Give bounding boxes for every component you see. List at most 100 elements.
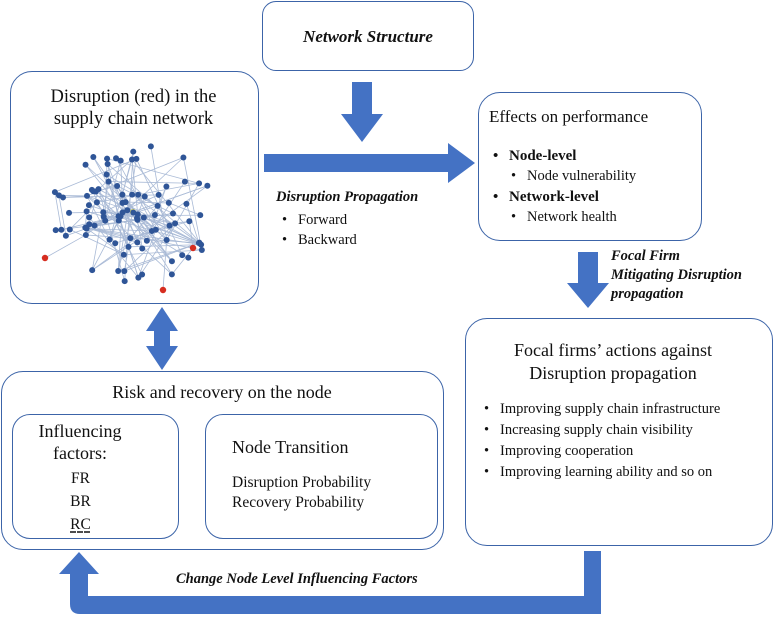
effects-network-level: Network-level — [487, 188, 599, 207]
network-node — [119, 199, 126, 206]
network-node — [134, 239, 141, 246]
network-edge — [85, 227, 125, 256]
network-node — [83, 225, 90, 232]
network-node — [179, 252, 186, 259]
network-node — [104, 155, 111, 162]
propagation-block: Disruption Propagation Forward Backward — [276, 189, 466, 250]
network-node — [58, 226, 65, 233]
network-edge — [125, 201, 169, 204]
network-node — [139, 245, 146, 252]
arrow-down-network-structure — [341, 82, 383, 142]
network-node — [114, 182, 121, 189]
network-node — [185, 254, 192, 261]
network-edge — [183, 157, 203, 251]
disruption-probability: Disruption Probability — [232, 474, 372, 491]
network-edge — [85, 164, 148, 241]
network-node — [113, 155, 120, 162]
factor-fr: FR — [71, 470, 90, 487]
mitigation-label: Focal Firm Mitigating Disruption propaga… — [611, 247, 742, 304]
network-node — [135, 191, 142, 198]
network-edge — [107, 163, 120, 221]
network-node — [163, 236, 170, 243]
network-edge — [69, 202, 98, 230]
network-edge — [186, 203, 200, 244]
network-node — [143, 237, 150, 244]
network-node — [62, 232, 69, 239]
node-transition-title: Node Transition — [232, 437, 349, 457]
propagation-item-forward: Forward — [276, 210, 466, 230]
network-node — [151, 211, 158, 218]
network-node — [196, 239, 203, 246]
network-node — [181, 178, 188, 185]
actions-title: Focal firms’ actions against Disruption … — [513, 340, 713, 383]
actions-box: Focal firms’ actions against Disruption … — [465, 318, 773, 546]
network-node — [82, 231, 89, 238]
network-edge — [88, 204, 200, 244]
network-node — [129, 156, 136, 163]
network-node — [141, 193, 148, 200]
disruption-network-box: Disruption (red) in the supply chain net… — [10, 71, 259, 304]
network-node — [148, 227, 155, 234]
effects-box: Effects on performance Node-level Node v… — [478, 92, 702, 241]
factor-br: BR — [70, 493, 91, 510]
network-edge — [124, 151, 134, 282]
network-edge — [91, 181, 109, 271]
network-node — [204, 182, 211, 189]
network-node — [117, 157, 124, 164]
network-node — [106, 236, 113, 243]
network-node — [183, 200, 190, 207]
network-edge — [130, 205, 158, 239]
arrow-down-mitigation — [567, 252, 609, 308]
network-edge — [91, 185, 208, 271]
mitigation-line-1: Focal Firm — [611, 248, 680, 264]
network-node — [127, 235, 134, 242]
network-node — [85, 202, 92, 209]
action-item-cooperation: Improving cooperation — [478, 443, 768, 460]
network-edge — [91, 216, 121, 271]
network-node — [121, 278, 128, 285]
network-node — [130, 148, 137, 155]
network-node — [100, 213, 107, 220]
network-node — [51, 189, 58, 196]
network-node — [170, 210, 177, 217]
propagation-item-backward: Backward — [276, 230, 466, 250]
network-node — [112, 240, 119, 247]
action-item-visibility: Increasing supply chain visibility — [478, 422, 768, 439]
network-node — [197, 212, 204, 219]
network-edge — [168, 202, 201, 216]
action-item-infrastructure: Improving supply chain infrastructure — [478, 401, 768, 418]
disrupted-node — [189, 244, 197, 252]
network-edge — [116, 185, 174, 214]
network-edge — [98, 188, 129, 248]
network-node — [165, 199, 172, 206]
network-edge — [123, 249, 202, 256]
network-edge — [85, 227, 202, 251]
network-edge — [108, 181, 139, 278]
network-edge — [137, 196, 146, 215]
network-node — [168, 258, 175, 265]
disrupted-node — [159, 286, 167, 294]
effects-title: Effects on performance — [489, 107, 649, 126]
network-edge — [91, 230, 153, 271]
network-node — [139, 271, 146, 278]
network-node — [105, 178, 112, 185]
network-structure-label: Network Structure — [303, 27, 433, 46]
network-edge — [65, 185, 208, 237]
network-node — [90, 153, 97, 160]
propagation-title: Disruption Propagation — [276, 189, 419, 205]
recovery-probability: Recovery Probability — [232, 494, 365, 511]
risk-recovery-box: Risk and recovery on the node Influencin… — [1, 371, 444, 550]
network-edge — [124, 223, 176, 272]
network-edge — [188, 221, 194, 249]
action-item-learning: Improving learning ability and so on — [478, 464, 720, 481]
network-edge — [171, 247, 194, 275]
network-node — [88, 186, 95, 193]
network-node — [186, 218, 193, 225]
network-node — [133, 155, 140, 162]
network-node — [168, 271, 175, 278]
network-node — [147, 143, 154, 150]
influencing-factors-title: Influencing factors: — [38, 421, 122, 463]
network-node — [91, 222, 98, 229]
network-edge — [106, 174, 158, 207]
